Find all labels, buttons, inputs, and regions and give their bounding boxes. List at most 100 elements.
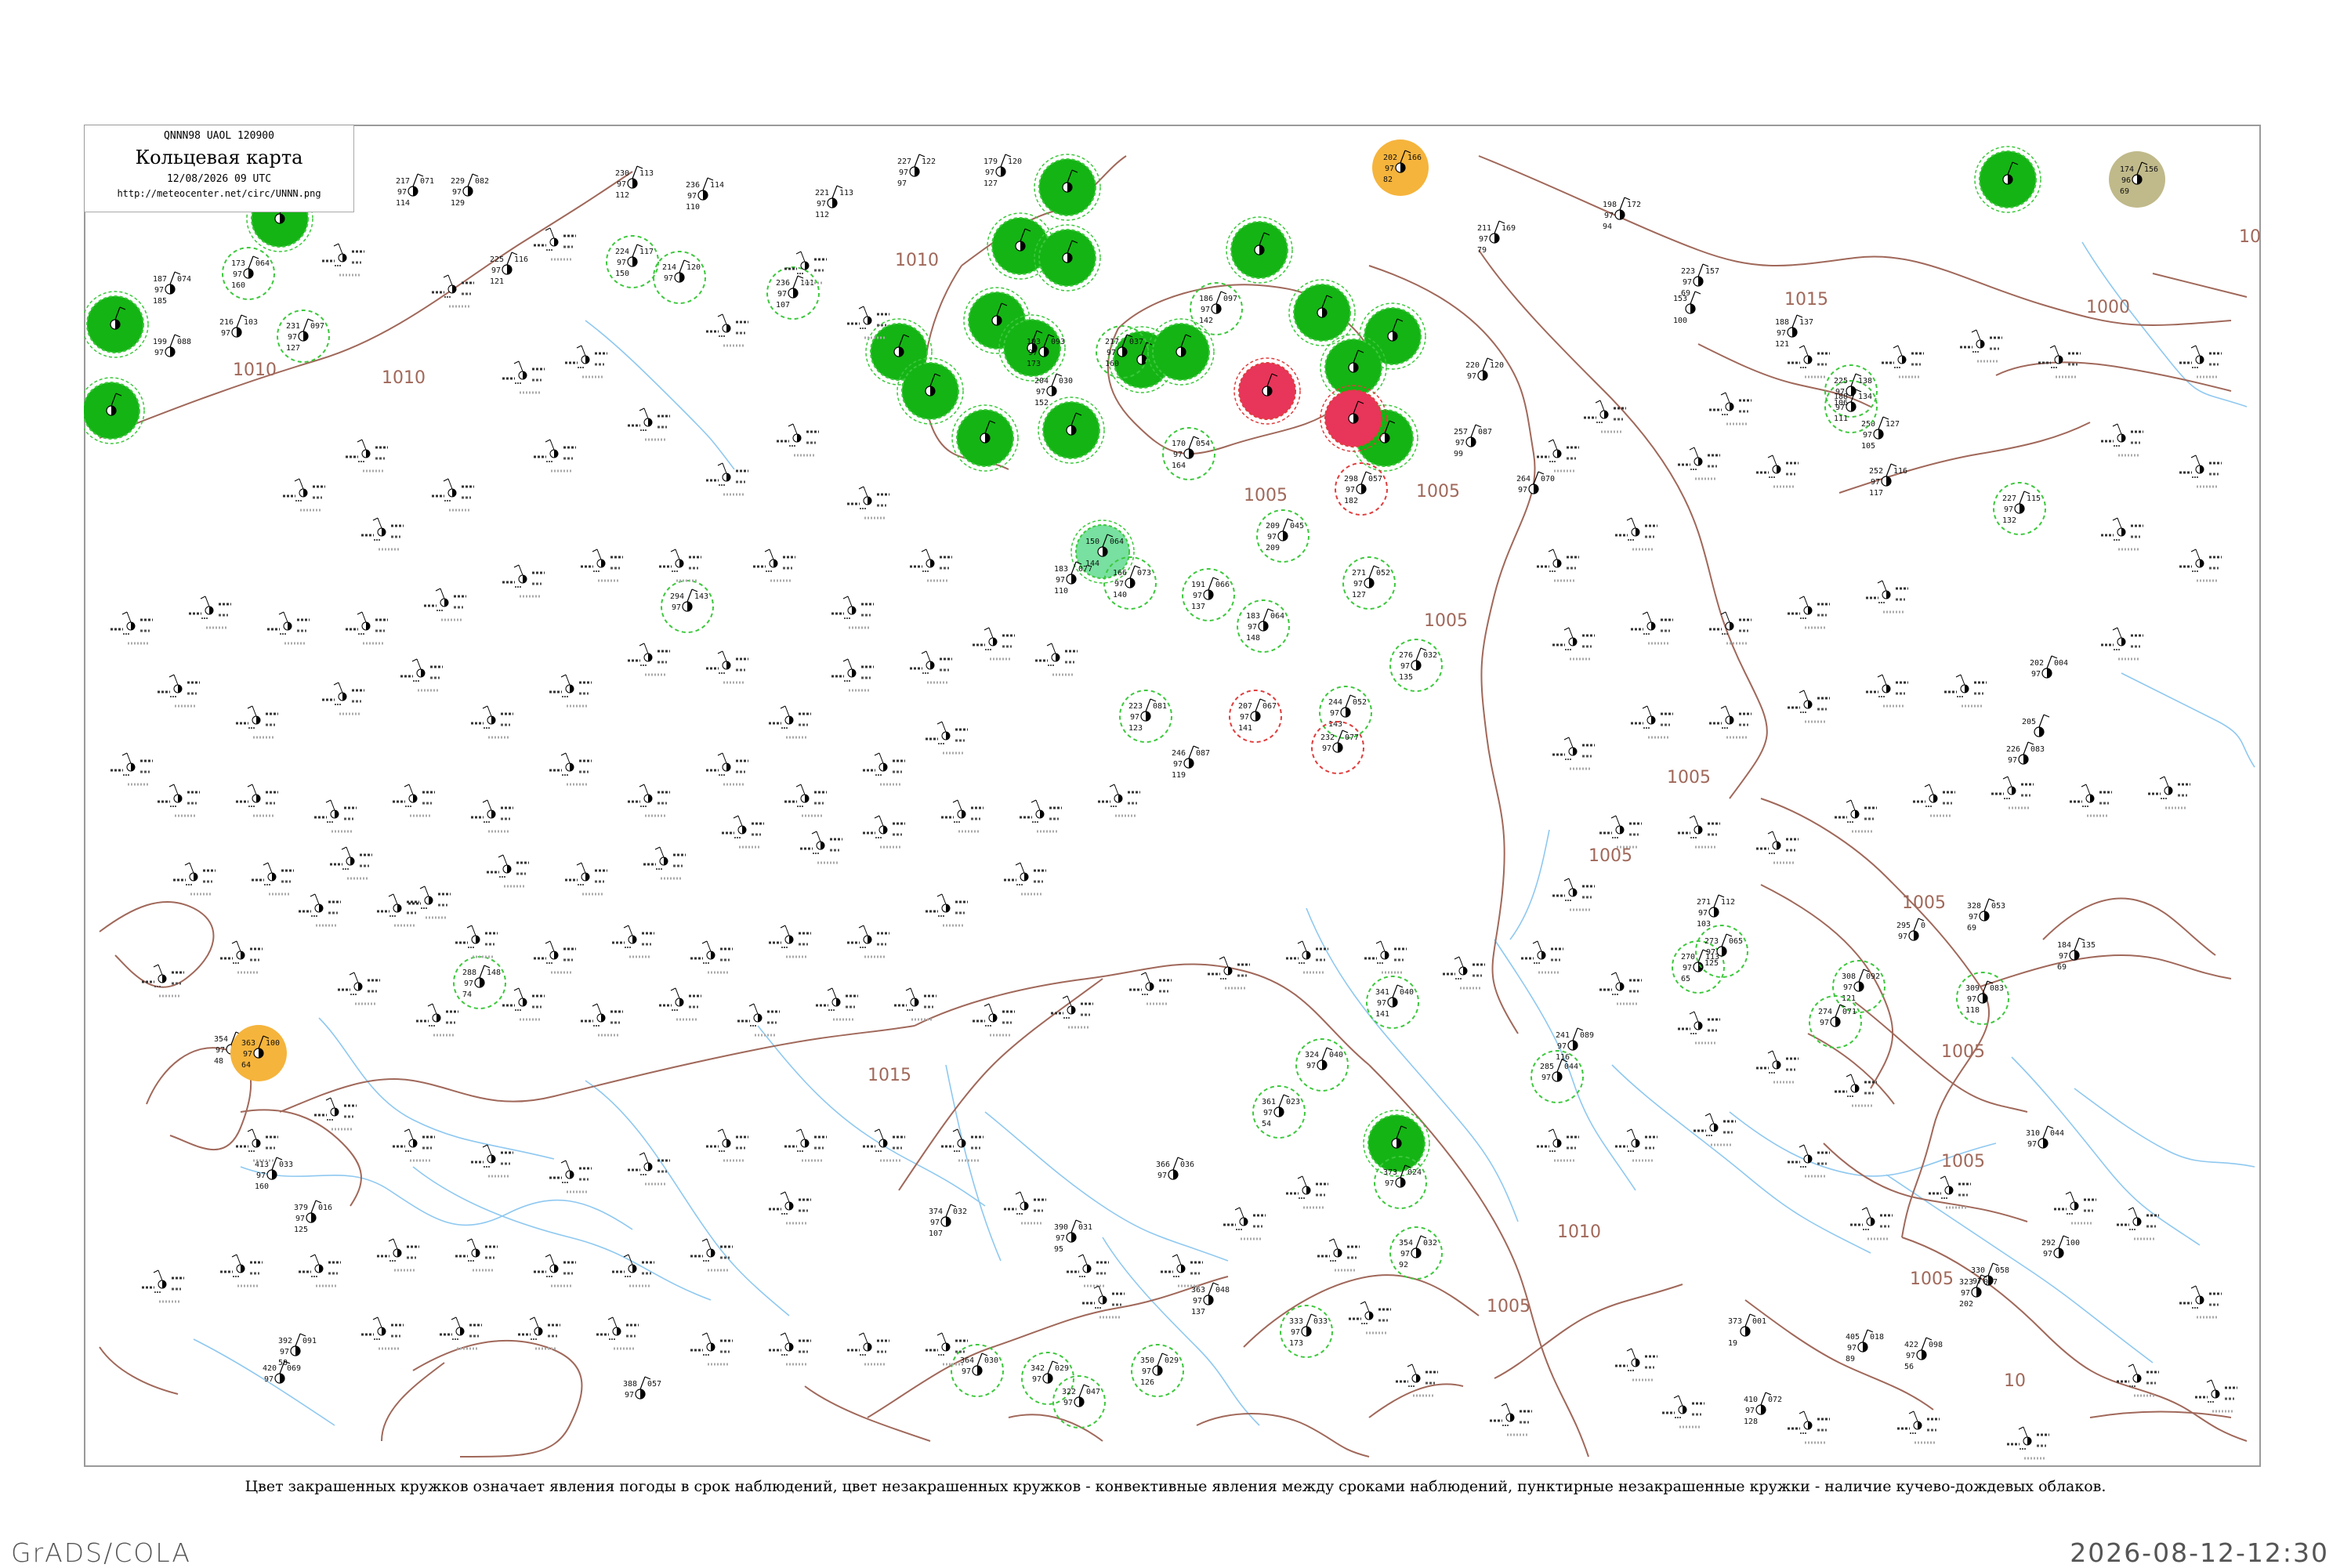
- station-plot[interactable]: [1233, 357, 1301, 425]
- station-plot[interactable]: [1147, 318, 1215, 386]
- map-url[interactable]: http://meteocenter.net/circ/UNNN.png: [117, 188, 321, 199]
- station-plot[interactable]: [998, 314, 1066, 382]
- station-plot[interactable]: [1034, 154, 1101, 221]
- station-plot[interactable]: [1034, 224, 1101, 292]
- station-plot[interactable]: [897, 357, 964, 425]
- station-plot[interactable]: [1226, 216, 1293, 284]
- station-plot[interactable]: [1974, 146, 2041, 213]
- station-plot[interactable]: [951, 404, 1019, 472]
- station-plot[interactable]: [1359, 302, 1426, 370]
- station-plot[interactable]: [84, 291, 149, 358]
- station-plot[interactable]: [1363, 1110, 1430, 1177]
- station-plot[interactable]: [1288, 279, 1356, 346]
- station-plot[interactable]: [84, 377, 145, 444]
- station-plot[interactable]: [1038, 397, 1105, 464]
- station-plot[interactable]: 205: [2022, 714, 2050, 737]
- station-plot[interactable]: [1320, 385, 1387, 452]
